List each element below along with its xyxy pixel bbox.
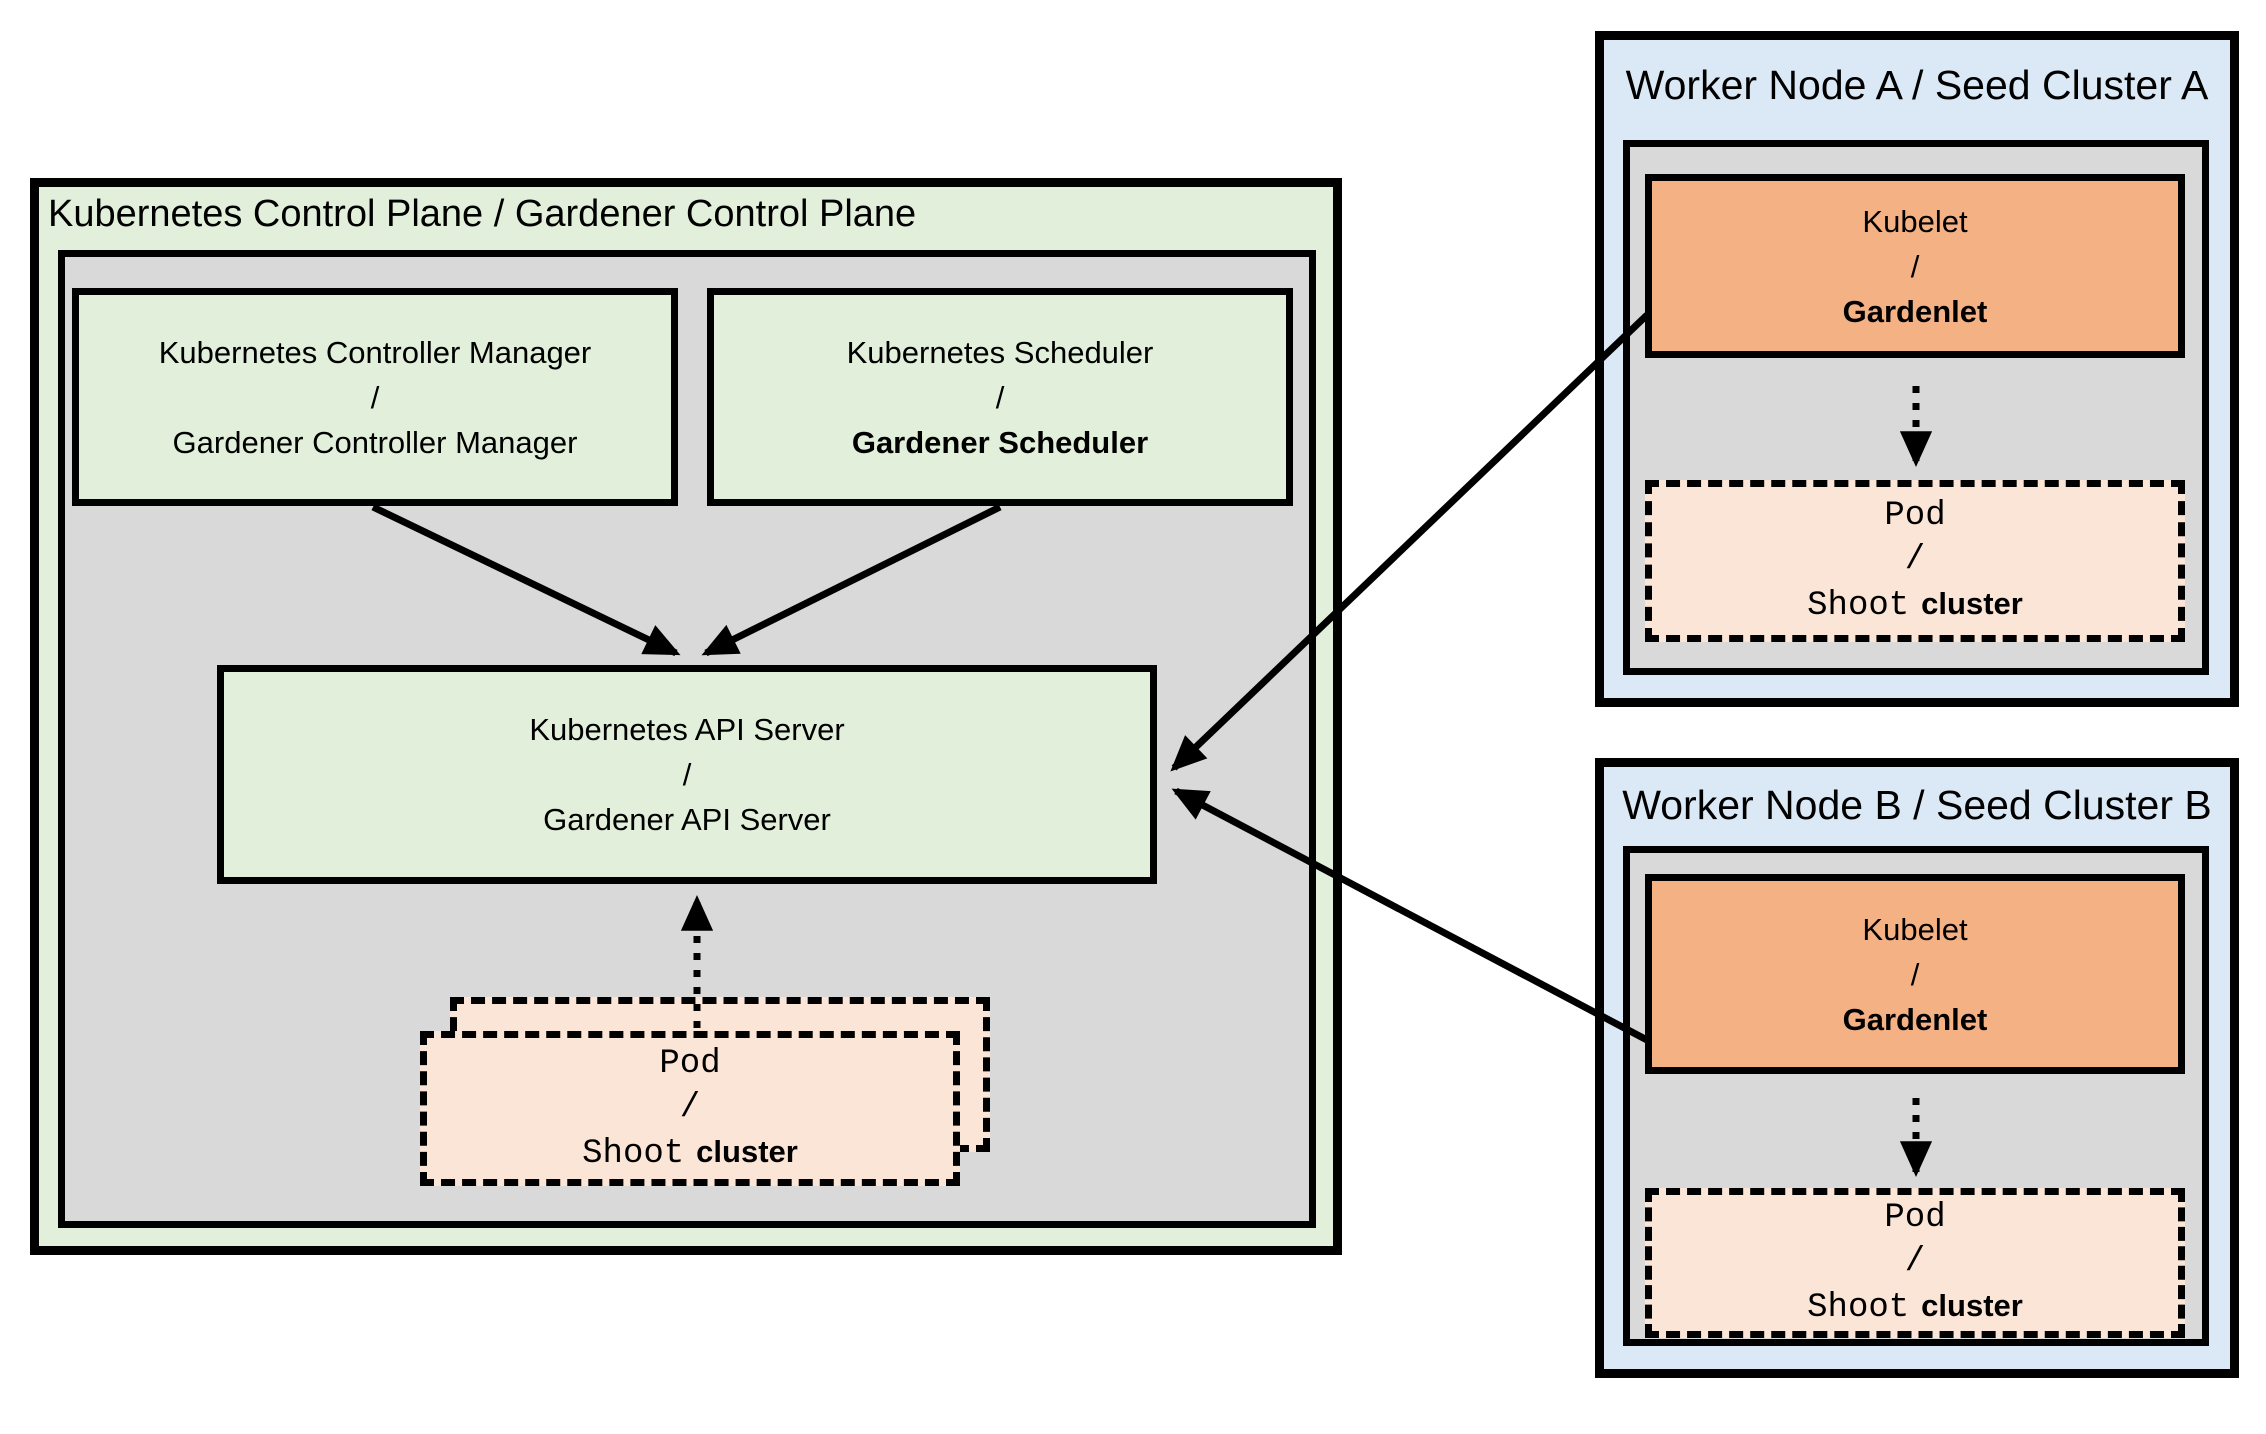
pod-a-label: Pod / Shoot cluster xyxy=(1652,487,2178,635)
api-server-line1: Kubernetes API Server xyxy=(529,712,845,747)
scheduler-slash: / xyxy=(995,379,1005,415)
pod-b-line: Pod xyxy=(1884,1199,1946,1237)
cluster-word: cluster xyxy=(696,1133,798,1169)
pod-b-label: Pod / Shoot cluster xyxy=(1652,1195,2178,1331)
api-server-slash: / xyxy=(682,757,692,792)
shoot-cluster-line: Shoot cluster xyxy=(582,1130,798,1176)
kubelet-a-line2: Gardenlet xyxy=(1842,293,1988,329)
pod-b-slash: / xyxy=(1904,1243,1926,1281)
worker-node-b-title: Worker Node B / Seed Cluster B xyxy=(1622,782,2212,828)
controller-manager-slash: / xyxy=(370,379,380,415)
shoot-word: Shoot xyxy=(582,1134,685,1173)
api-server-line2: Gardener API Server xyxy=(543,802,831,837)
scheduler-label: Kubernetes Scheduler / Gardener Schedule… xyxy=(714,295,1286,499)
scheduler-line1: Kubernetes Scheduler xyxy=(846,334,1154,370)
controller-manager-line1: Kubernetes Controller Manager xyxy=(158,334,592,370)
shoot-a-word: Shoot xyxy=(1807,587,1910,625)
pod-slash: / xyxy=(679,1088,701,1127)
kubelet-a-line1: Kubelet xyxy=(1862,203,1968,239)
control-plane-title: Kubernetes Control Plane / Gardener Cont… xyxy=(48,193,917,235)
pod-a-slash: / xyxy=(1904,541,1926,579)
api-server-label: Kubernetes API Server / Gardener API Ser… xyxy=(224,672,1150,877)
kubelet-a-slash: / xyxy=(1910,248,1920,284)
controller-manager-box: Kubernetes Controller Manager / Gardener… xyxy=(72,288,678,506)
scheduler-box: Kubernetes Scheduler / Gardener Schedule… xyxy=(707,288,1293,506)
pod-shoot-cluster-front-box: Pod / Shoot cluster xyxy=(420,1031,960,1186)
controller-manager-line2: Gardener Controller Manager xyxy=(172,424,578,460)
cluster-a-word: cluster xyxy=(1921,586,2023,621)
worker-node-a-title: Worker Node A / Seed Cluster A xyxy=(1625,62,2209,108)
shoot-cluster-b-line: Shoot cluster xyxy=(1807,1284,2023,1330)
pod-b-box: Pod / Shoot cluster xyxy=(1645,1188,2185,1338)
kubelet-a-label: Kubelet / Gardenlet xyxy=(1652,181,2178,351)
kubelet-b-line1: Kubelet xyxy=(1862,911,1968,947)
pod-shoot-cluster-label: Pod / Shoot cluster xyxy=(427,1038,953,1179)
shoot-cluster-a-line: Shoot cluster xyxy=(1807,582,2023,628)
pod-a-line: Pod xyxy=(1884,497,1946,535)
pod-line: Pod xyxy=(659,1044,721,1083)
kubelet-b-box: Kubelet / Gardenlet xyxy=(1645,874,2185,1074)
kubelet-b-slash: / xyxy=(1910,956,1920,992)
kubelet-b-label: Kubelet / Gardenlet xyxy=(1652,881,2178,1067)
kubelet-a-box: Kubelet / Gardenlet xyxy=(1645,174,2185,358)
cluster-b-word: cluster xyxy=(1921,1288,2023,1323)
controller-manager-label: Kubernetes Controller Manager / Gardener… xyxy=(79,295,671,499)
scheduler-line2: Gardener Scheduler xyxy=(851,424,1149,460)
api-server-box: Kubernetes API Server / Gardener API Ser… xyxy=(217,665,1157,884)
pod-a-box: Pod / Shoot cluster xyxy=(1645,480,2185,642)
shoot-b-word: Shoot xyxy=(1807,1289,1910,1327)
kubelet-b-line2: Gardenlet xyxy=(1842,1001,1988,1037)
